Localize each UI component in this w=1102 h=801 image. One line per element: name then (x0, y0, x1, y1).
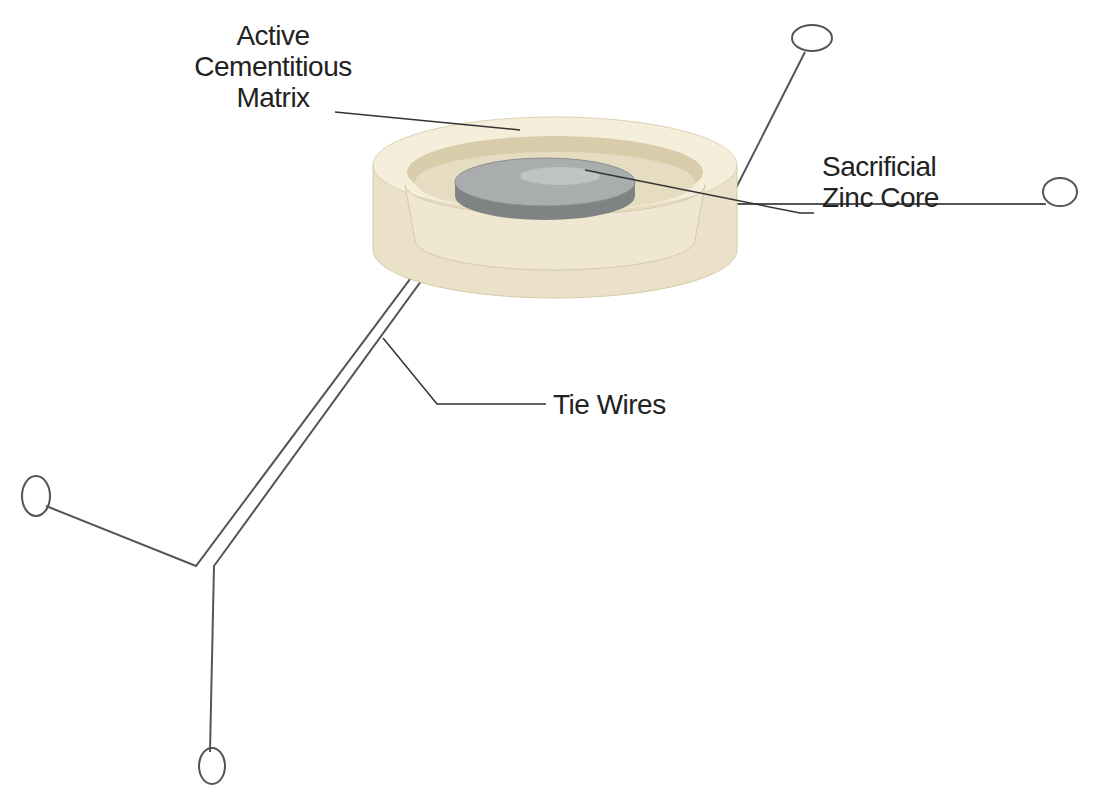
part-label: Tie Wires (553, 389, 666, 420)
leader-lines (335, 112, 814, 404)
part-label: Active Cementitious Matrix (194, 20, 351, 113)
zinc-core (455, 158, 635, 220)
part-label: Sacrificial Zinc Core (822, 151, 972, 213)
cementitious-matrix (373, 117, 737, 298)
tie-wires (22, 25, 1077, 784)
